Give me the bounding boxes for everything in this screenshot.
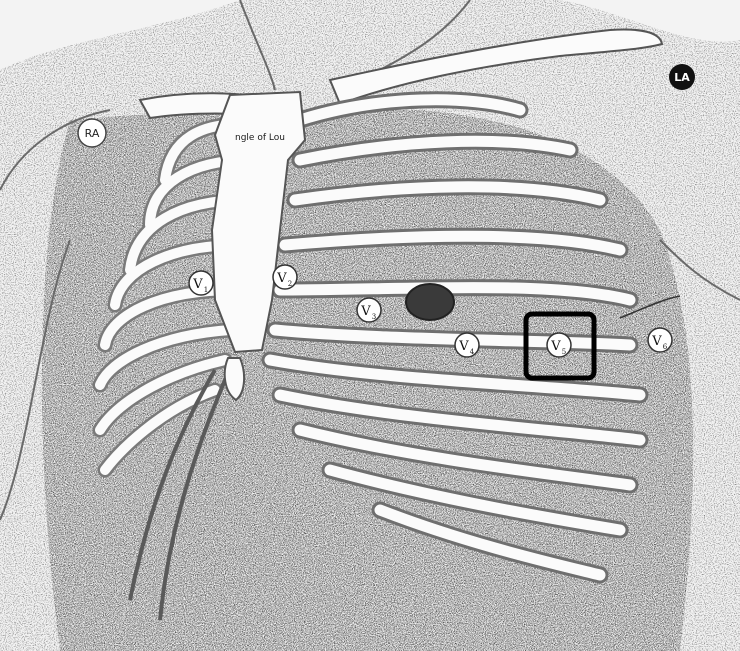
nipple-marker (406, 284, 454, 320)
la-electrode: LA (669, 64, 695, 90)
lead-v1-label: V (192, 277, 203, 292)
ra-electrode: RA (78, 119, 106, 147)
lead-v3-label: V (360, 304, 371, 319)
lead-v2: V 2 (273, 265, 297, 289)
lead-v6-label: V (651, 334, 662, 349)
ra-label: RA (85, 127, 100, 140)
lead-v4: V 4 (455, 333, 479, 357)
lead-v3: V 3 (357, 298, 381, 322)
la-label: LA (674, 71, 690, 84)
lead-v1: V 1 (189, 271, 213, 295)
lead-v5: V 5 (547, 333, 571, 357)
lead-v5-sub: 5 (562, 348, 566, 356)
lead-v6: V 6 (648, 328, 672, 352)
lead-v2-sub: 2 (288, 280, 292, 288)
lead-v6-sub: 6 (663, 343, 668, 351)
lead-v3-sub: 3 (372, 313, 376, 321)
lead-v4-sub: 4 (470, 348, 475, 356)
lead-v4-label: V (458, 339, 469, 354)
lead-v2-label: V (276, 271, 287, 286)
angle-of-louis-label: ngle of Lou (235, 133, 285, 143)
lead-v1-sub: 1 (204, 286, 208, 294)
lead-v5-label: V (550, 339, 561, 354)
